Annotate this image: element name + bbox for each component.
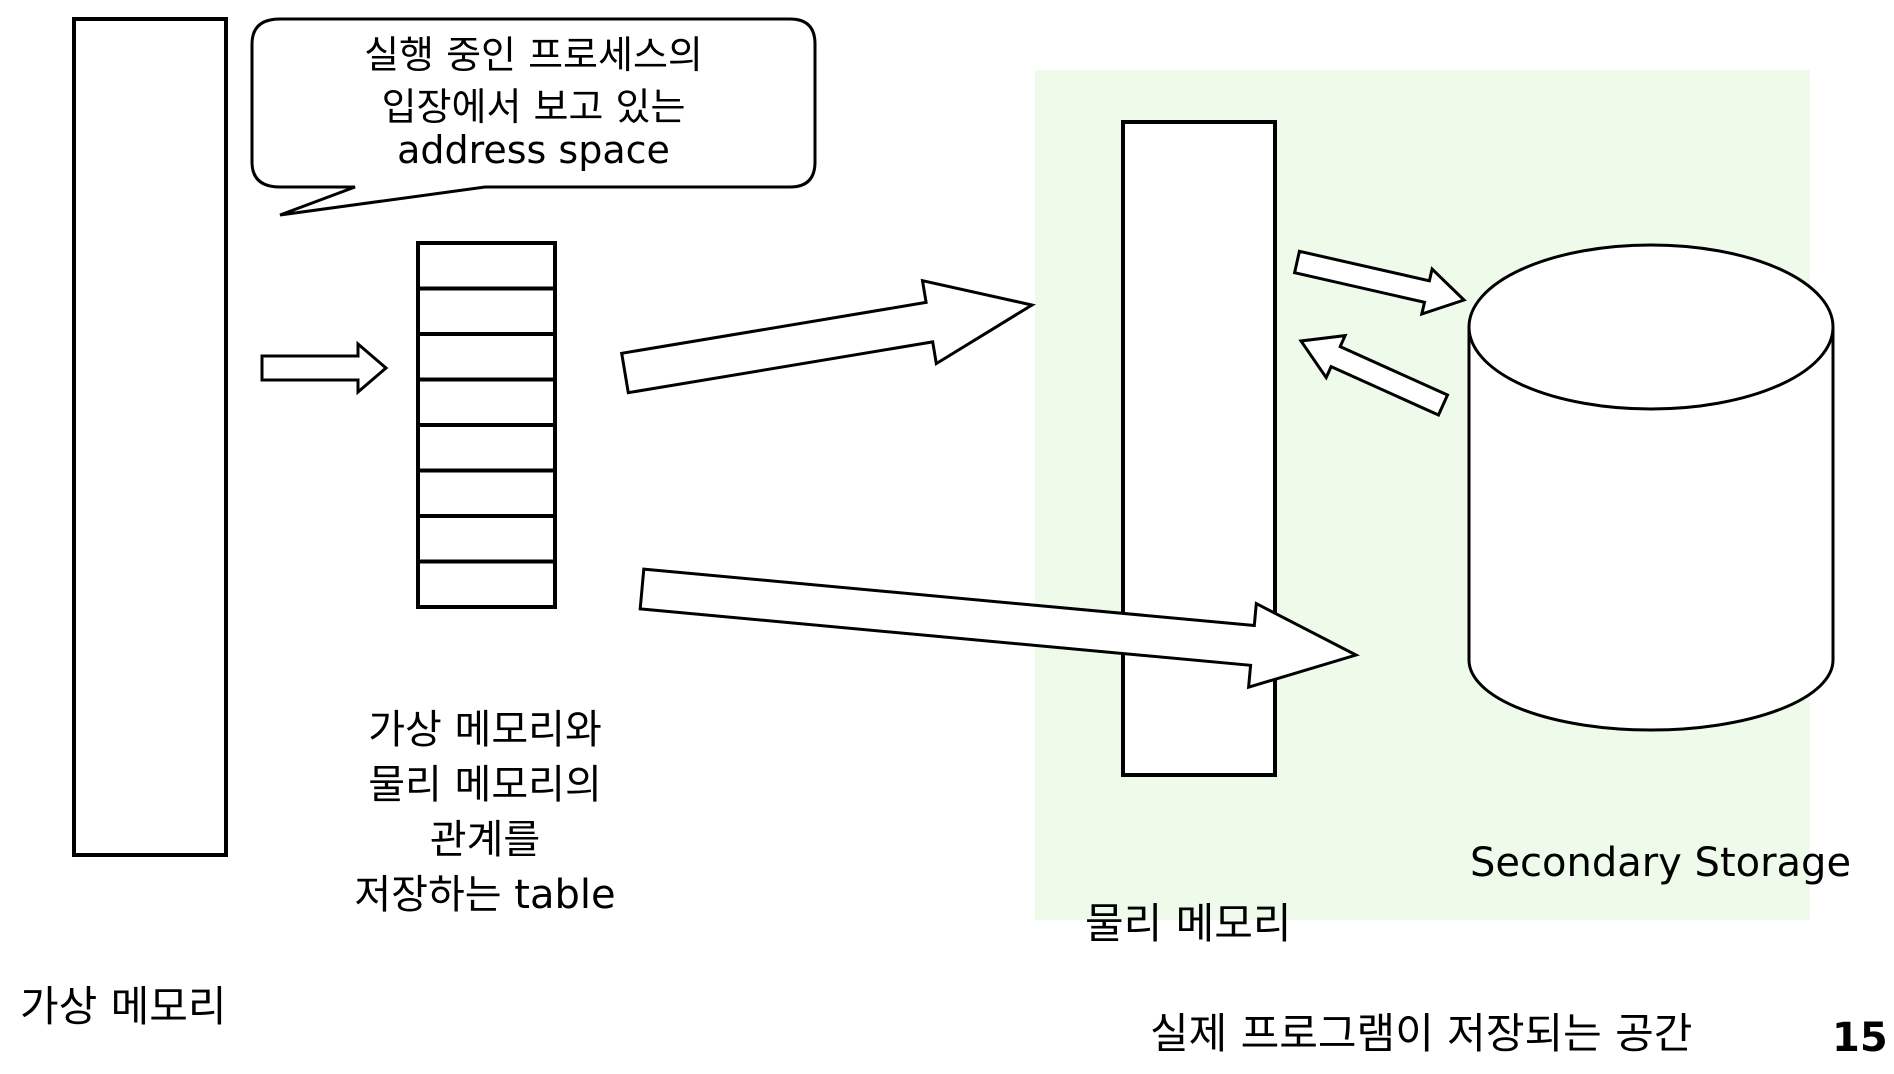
arrow-virtual-to-table <box>260 340 389 396</box>
address-space-callout <box>250 17 817 217</box>
arrow-table-to-secondary-storage <box>638 567 1360 690</box>
virtual-memory-block <box>72 17 228 857</box>
page-table-caption-line-4: 저장하는 table <box>354 872 616 918</box>
secondary-storage-caption: 실제 프로그램이 저장되는 공간 <box>1150 1009 1693 1058</box>
secondary-storage-cylinder <box>1467 243 1835 732</box>
callout-line-2: 입장에서 보고 있는 <box>381 85 686 129</box>
page-table-caption-line-2: 물리 메모리의 <box>368 762 602 808</box>
secondary-storage-label: Secondary Storage <box>1470 840 1852 886</box>
cylinder-body <box>1467 327 1835 732</box>
callout-line-1: 실행 중인 프로세스의 <box>364 33 703 77</box>
page-table-caption-line-1: 가상 메모리와 <box>368 707 602 753</box>
physical-memory-label: 물리 메모리 <box>1085 899 1292 948</box>
page-table <box>416 241 557 609</box>
page-table-caption-line-3: 관계를 <box>429 817 541 863</box>
arrows <box>260 249 1467 690</box>
arrow-memory-to-storage <box>1292 249 1467 317</box>
page-number: 15 <box>1832 1015 1888 1061</box>
virtual-memory-label: 가상 메모리 <box>20 982 227 1031</box>
cylinder-top <box>1467 243 1835 411</box>
arrow-storage-to-memory <box>1298 333 1450 417</box>
arrow-table-to-physical-memory <box>619 278 1036 395</box>
callout-line-3: address space <box>397 128 670 172</box>
